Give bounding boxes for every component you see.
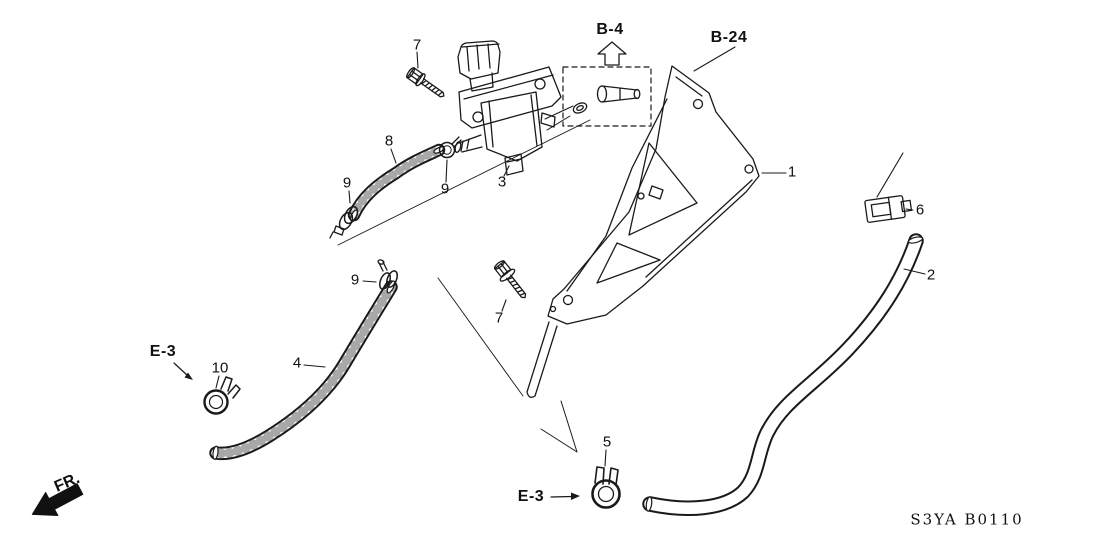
callout-1-panel-bracket: 1 [787, 163, 797, 181]
short-hose-8 [347, 143, 446, 222]
callout-9-short-hose-end: 9 [342, 174, 352, 192]
harness-clip-6 [864, 195, 913, 223]
callout-7-lower-bolt: 7 [494, 309, 504, 327]
long-hose-2 [642, 233, 924, 516]
callout-10-hose-clamp: 10 [211, 359, 229, 377]
leader-lines [215, 46, 926, 467]
callout-6-harness-clip: 6 [915, 201, 925, 219]
callout-3-solenoid-valve: 3 [497, 173, 507, 191]
ref-label-e3-left: E-3 [149, 343, 177, 360]
clamp-9-short-hose-end [329, 205, 359, 239]
clamp-9-lower-hose [377, 259, 398, 290]
hose-clamp-5 [591, 466, 621, 509]
callout-2-long-hose: 2 [926, 266, 936, 284]
clamp-9-ring [438, 136, 462, 159]
ref-label-e3-bottom: E-3 [517, 488, 545, 505]
ref-label-b4: B-4 [596, 21, 624, 38]
solenoid-valve-assembly-3 [454, 40, 562, 176]
callout-9-lower-hose: 9 [350, 271, 360, 289]
upper-bolt-7 [406, 67, 445, 98]
hose-clamp-10 [203, 376, 241, 415]
lower-hose-4 [209, 280, 398, 461]
b4-reference-part [544, 66, 652, 131]
e3-arrow-left [173, 362, 193, 380]
callout-7-upper-bolt: 7 [412, 36, 422, 54]
fr-direction-arrow-icon: FR. [31, 470, 84, 517]
e3-arrow-bottom [550, 492, 580, 500]
callout-9-ring-clamp: 9 [440, 180, 450, 198]
diagram-part-code: S3YA B0110 [910, 510, 1024, 529]
lower-bolt-7 [493, 260, 527, 299]
callout-4-lower-hose: 4 [292, 354, 302, 372]
ref-label-b24: B-24 [710, 29, 748, 46]
panel-bracket-1 [526, 65, 760, 453]
callout-5-hose-clamp: 5 [602, 433, 612, 451]
callout-8-short-hose: 8 [384, 132, 394, 150]
b4-up-arrow-icon [597, 41, 627, 66]
